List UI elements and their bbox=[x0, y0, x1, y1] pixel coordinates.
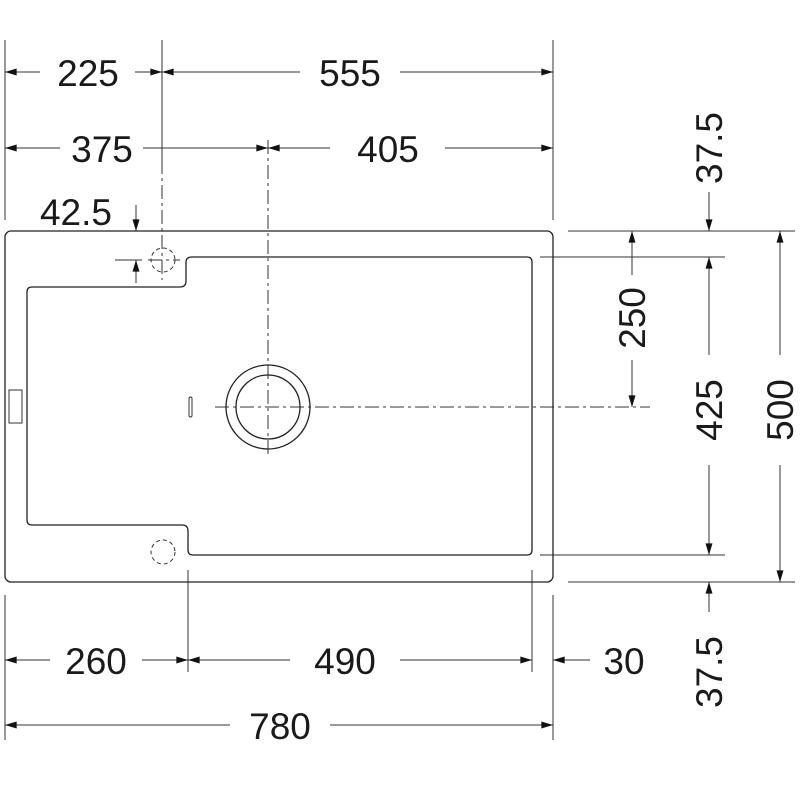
dim-37-5-top: 37.5 bbox=[689, 112, 730, 184]
dim-row-top: 225 555 bbox=[5, 53, 553, 94]
overflow-slot-left bbox=[8, 389, 23, 424]
dim-30: 30 bbox=[603, 641, 644, 682]
dim-260: 260 bbox=[65, 641, 127, 682]
overflow-slot bbox=[188, 396, 193, 418]
extension-lines bbox=[4, 40, 795, 740]
tap-hole bbox=[150, 247, 176, 273]
dim-250: 250 bbox=[612, 287, 653, 349]
dim-405: 405 bbox=[357, 129, 419, 170]
dim-425: 425 bbox=[689, 379, 730, 441]
dim-tap-from-back: 42.5 bbox=[40, 192, 140, 283]
dim-row-overall: 780 bbox=[5, 706, 553, 747]
center-lines bbox=[148, 140, 650, 455]
waste-outlet-outer bbox=[225, 364, 311, 450]
dim-row-second: 375 405 bbox=[5, 129, 553, 170]
dim-right: 250 37.5 425 37.5 500 bbox=[612, 112, 800, 708]
dim-375: 375 bbox=[71, 129, 133, 170]
drainer-and-bowl bbox=[26, 256, 533, 556]
dim-555: 555 bbox=[319, 53, 381, 94]
dim-225: 225 bbox=[57, 53, 119, 94]
dim-500: 500 bbox=[760, 379, 800, 441]
dim-42-5: 42.5 bbox=[40, 192, 112, 233]
dim-780: 780 bbox=[249, 706, 311, 747]
optional-hole bbox=[150, 539, 176, 565]
dim-37-5-bottom: 37.5 bbox=[689, 636, 730, 708]
waste-outlet-inner bbox=[235, 374, 301, 440]
dim-490: 490 bbox=[314, 641, 376, 682]
dim-row-bottom: 260 490 30 bbox=[5, 641, 645, 682]
sink-outline bbox=[4, 230, 554, 583]
